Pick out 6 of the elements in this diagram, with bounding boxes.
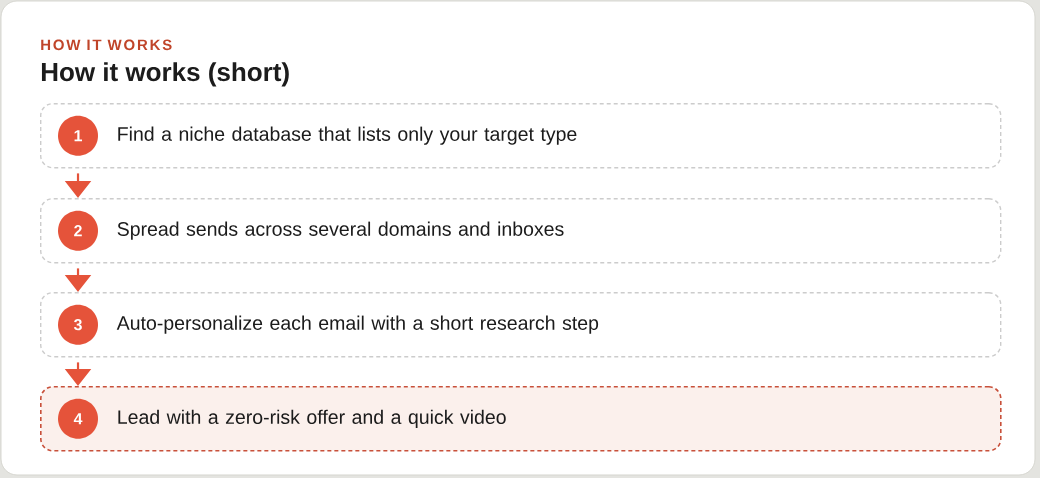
number-badge: 2 <box>58 210 98 251</box>
title: How it works (short) <box>41 62 289 87</box>
number-badge: 4 <box>58 398 98 439</box>
eyebrow-label: HOW IT WORKS <box>41 39 172 51</box>
number-badge: 1 <box>58 115 98 156</box>
number-badge: 3 <box>58 304 98 345</box>
